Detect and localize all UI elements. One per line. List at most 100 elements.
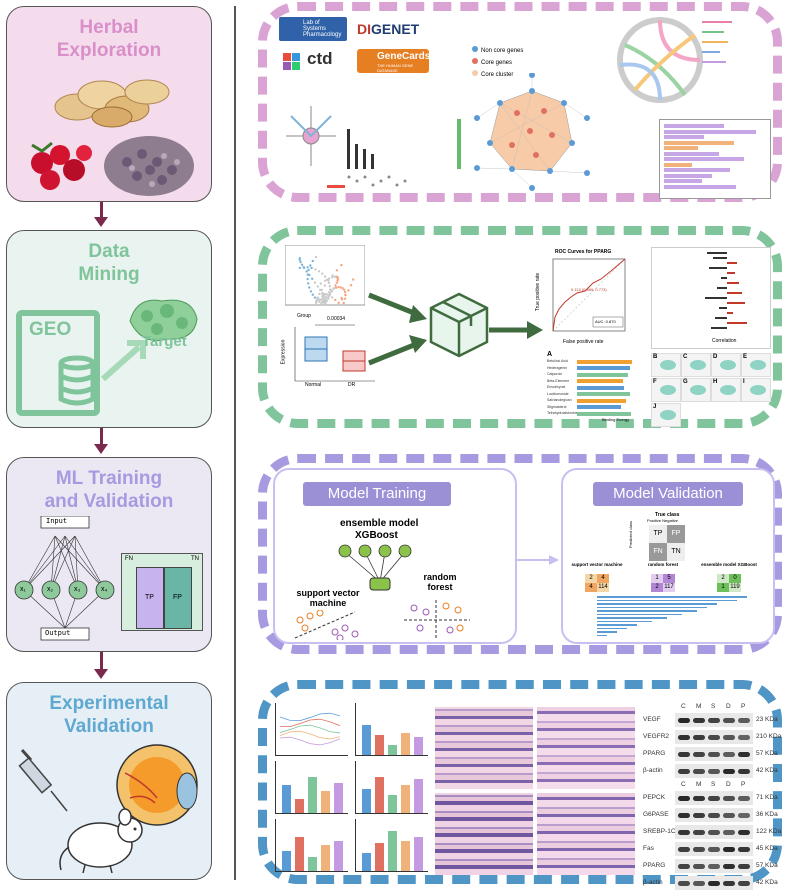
wb-band <box>693 769 705 774</box>
volcano-point <box>302 266 305 269</box>
dock-bar <box>577 366 630 370</box>
roc-ylabel: True positive rate <box>535 272 542 312</box>
correlation-bar <box>705 297 727 299</box>
wb-band <box>723 752 735 757</box>
dock-bar <box>577 379 623 383</box>
wb-column-label: P <box>741 781 746 788</box>
wb-protein-label: VEGF <box>643 716 661 723</box>
panel-ml-models: Model Training ensemble model XGBoost su… <box>258 454 782 654</box>
volcano-point <box>339 286 342 289</box>
confusion-matrix-cell: 1 <box>717 583 729 592</box>
exp-bar <box>414 779 423 813</box>
true-class-label: True class <box>655 512 680 518</box>
group-legend-label: Group <box>297 313 311 319</box>
ensemble-label: ensemble model <box>340 518 419 529</box>
enrichment-bar <box>664 146 698 150</box>
docking-cell-letter: J <box>653 404 657 410</box>
feature-importance-bar <box>597 613 682 616</box>
wb-protein-label: G6PASE <box>643 811 669 818</box>
volcano-point <box>318 292 321 296</box>
volcano-point <box>327 279 330 282</box>
dock-compound-label: Tetrahydroalstonine <box>547 411 578 415</box>
dock-bar <box>577 405 622 409</box>
ctd-logo-text: ctd <box>307 49 333 68</box>
volcano-point <box>311 293 314 296</box>
column-divider <box>234 6 236 880</box>
wb-band <box>693 864 705 869</box>
network-legend: Non core genes Core genes Core cluster <box>472 46 523 78</box>
roc-xlabel: False positive rate <box>563 339 604 345</box>
herbal-title-line2: Exploration <box>56 40 162 61</box>
volcano-point <box>341 287 344 290</box>
nn-node-1: x₁ <box>20 586 26 593</box>
dock-compound-label: Stigmasterol <box>547 404 567 409</box>
volcano-point <box>323 297 327 300</box>
model-validation-title: Model Validation <box>593 482 743 506</box>
nn-node-3: x₃ <box>74 586 81 593</box>
wb-protein-label: PPARG <box>643 862 666 869</box>
dock-compound-label: Lucidumoside <box>547 391 569 396</box>
exp-bar <box>375 777 384 813</box>
volcano-point <box>323 292 327 296</box>
legend-fp-cell: FP <box>667 525 685 543</box>
pos-neg-label: Positive Negative <box>647 518 678 523</box>
volcano-point <box>342 301 345 305</box>
volcano-point <box>325 293 329 296</box>
volcano-point <box>340 263 343 267</box>
disgenet-part-b: GENET <box>371 21 420 37</box>
mining-title-line1: Data <box>88 241 130 262</box>
purple-seeds-image <box>104 136 194 196</box>
feature-importance-bars <box>597 596 767 640</box>
target-arrow-icon <box>101 340 146 382</box>
confusion-matrix-cell: 119 <box>729 583 741 592</box>
wb-protein-label: PEPCK <box>643 794 666 801</box>
exp-bar <box>321 845 330 871</box>
docking-cell: D <box>711 353 741 377</box>
wb-column-label: M <box>696 781 702 788</box>
wb-band <box>693 830 705 835</box>
exp-bar <box>388 831 397 871</box>
legend-dot-red-icon <box>472 58 478 64</box>
training-to-validation-arrow <box>515 555 559 565</box>
systems-pharmacology-name: Lab of Systems Pharmacology <box>303 20 342 38</box>
docking-ligand-icon <box>720 360 736 370</box>
volcano-point <box>316 298 319 302</box>
neural-network-diagram <box>14 516 115 641</box>
legend-fn-cell: FN <box>649 543 667 561</box>
wb-band <box>738 847 750 852</box>
volcano-point <box>335 275 338 278</box>
exp-bar <box>401 841 410 871</box>
volcano-point <box>306 277 309 281</box>
line-plot-series <box>279 730 341 740</box>
svm-label: support vector machine <box>296 588 360 608</box>
volcano-point <box>321 297 325 300</box>
feature-importance-bar <box>597 599 737 602</box>
confusion-matrix-cell: 1 <box>651 574 663 583</box>
correlation-bar <box>717 287 727 289</box>
wb-band <box>708 830 720 835</box>
wb-protein-label: SREBP-1C <box>643 828 676 835</box>
volcano-point <box>323 275 327 278</box>
wb-band <box>708 864 720 869</box>
volcano-point <box>327 281 331 285</box>
arrow-step2-to-step3 <box>94 428 108 454</box>
exp-title-line1: Experimental <box>49 693 169 714</box>
enrichment-bar <box>664 140 734 145</box>
experimental-plot <box>355 761 428 814</box>
wb-kda-label: 57 KDa <box>756 750 778 757</box>
wb-band <box>738 796 750 801</box>
wb-protein-label: PPARG <box>643 750 666 757</box>
experimental-plot <box>355 819 428 872</box>
mouse-icon <box>59 808 143 874</box>
enrichment-bar <box>664 151 719 156</box>
legend-tn-cell: TN <box>667 543 685 561</box>
enrichment-bar <box>664 184 736 189</box>
feature-importance-bar <box>597 596 747 598</box>
docking-cell-letter: I <box>743 379 745 385</box>
wb-band <box>723 864 735 869</box>
line-plot-series <box>279 724 341 734</box>
confusion-matrix-cell: 2 <box>585 574 597 583</box>
docking-ligand-icon <box>690 385 706 395</box>
